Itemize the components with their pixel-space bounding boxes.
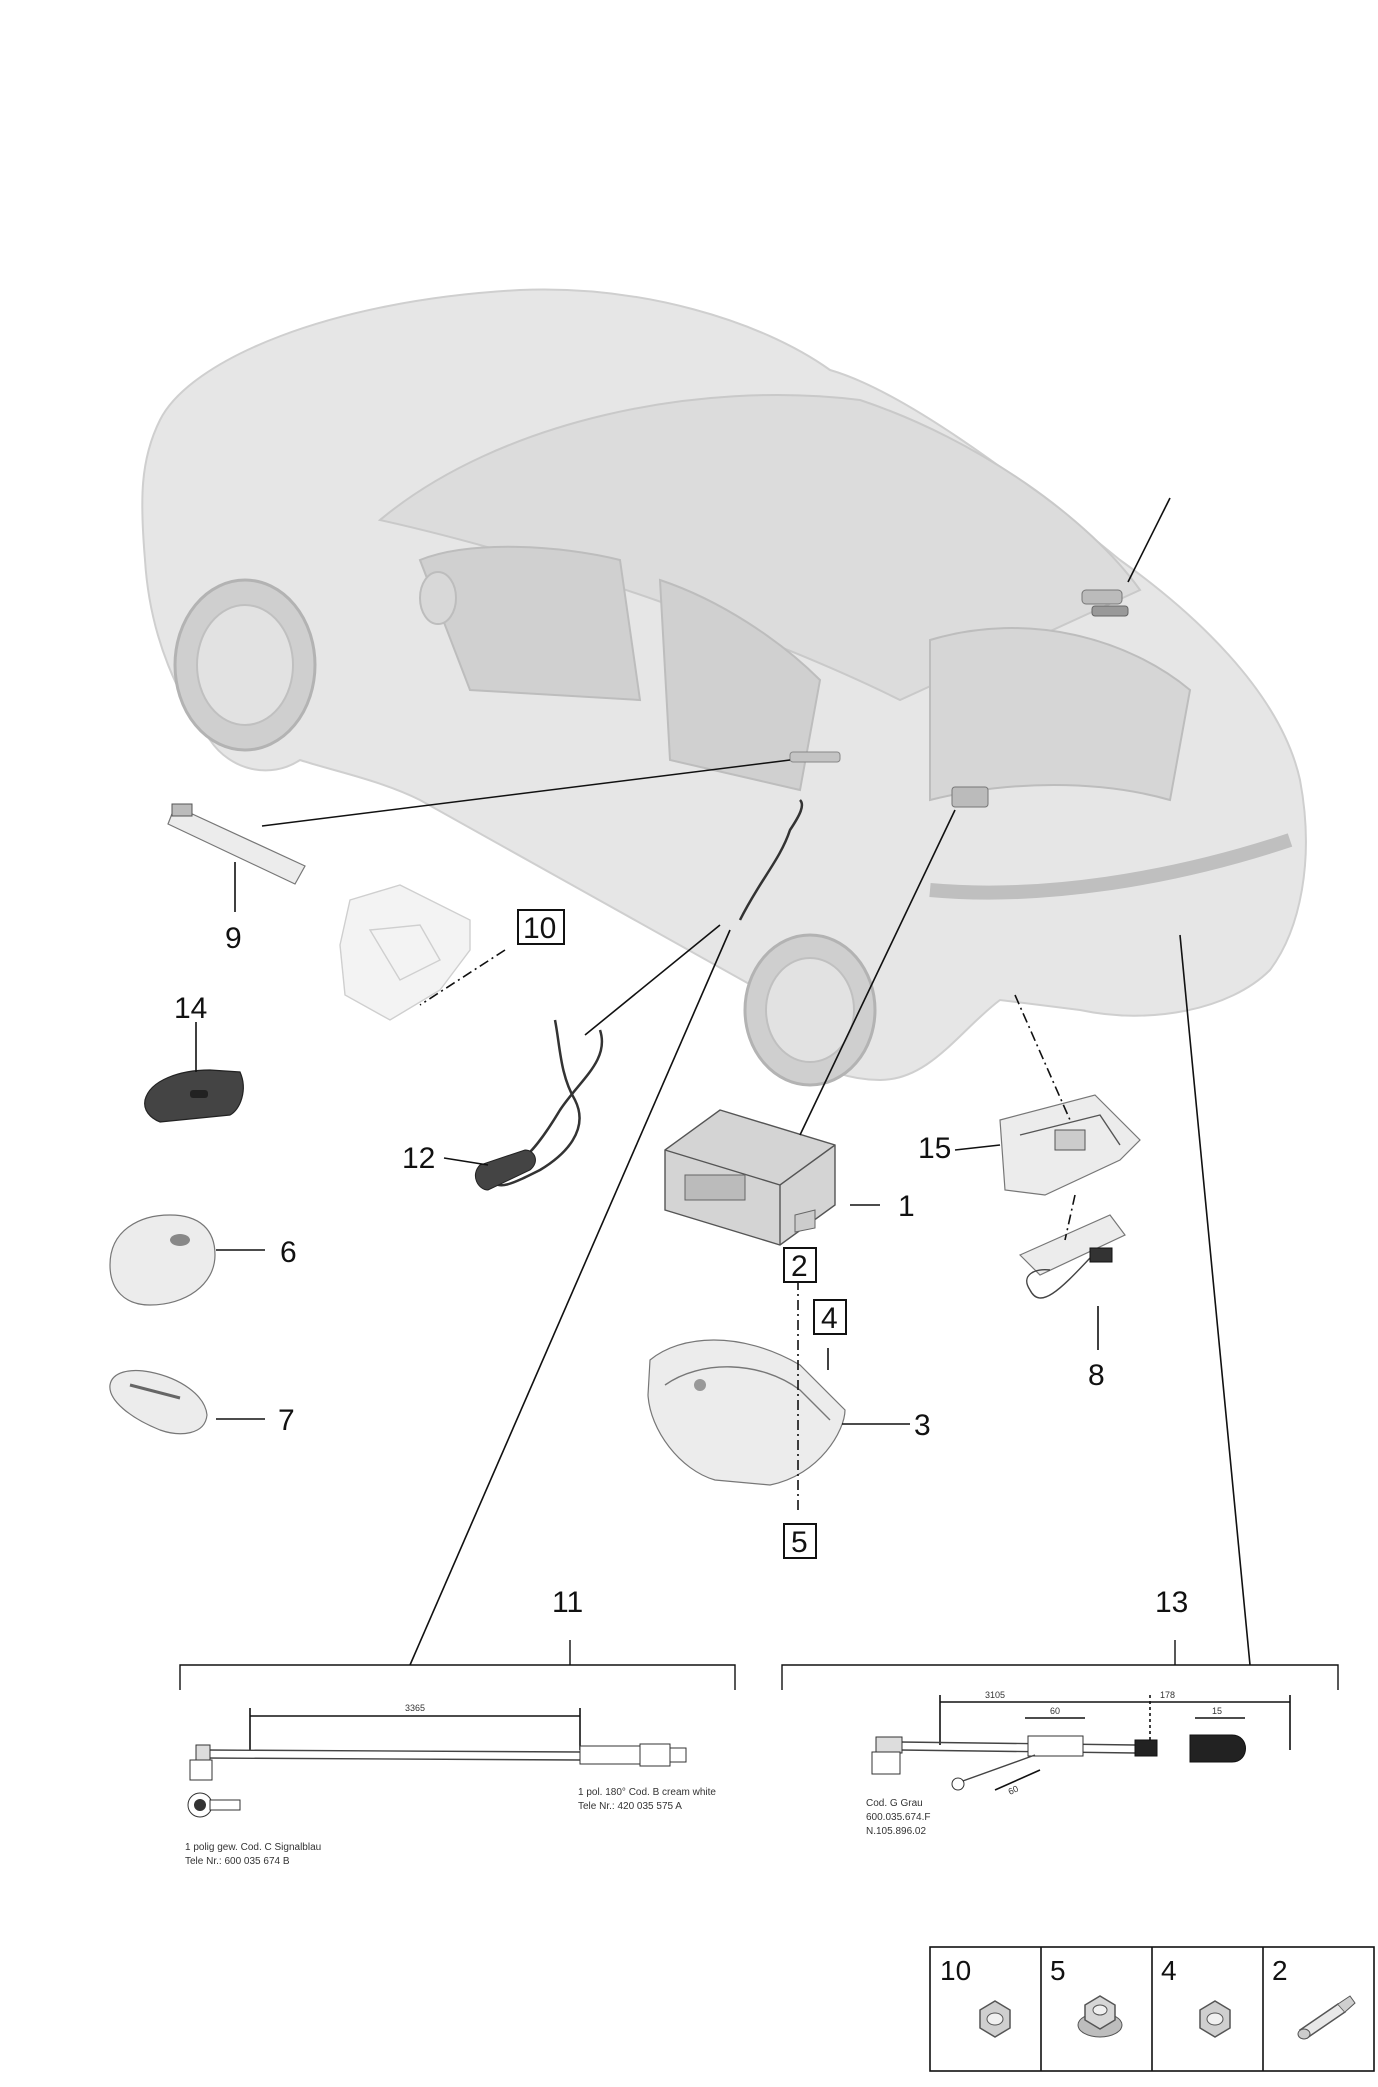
hardware-cell-10-number: 10	[940, 1955, 971, 1986]
callout-5: 5	[791, 1526, 808, 1559]
cable-13-note-1: Cod. G Grau	[866, 1798, 923, 1809]
cable-harness-part	[475, 1019, 604, 1191]
callout-box-2	[783, 1247, 817, 1283]
control-unit-part	[664, 1109, 836, 1246]
cable-13-note-2: 600.035.674.F	[866, 1812, 931, 1823]
hardware-cell-5-number: 5	[1050, 1955, 1066, 1986]
hardware-table: 10 5 4 2	[929, 1946, 1375, 2072]
callout-15: 15	[918, 1132, 951, 1165]
shielding-cover-part	[647, 1339, 846, 1486]
callout-box-5	[783, 1523, 817, 1559]
callout-1: 1	[898, 1190, 915, 1223]
cable-11-right-note-1: 1 pol. 180° Cod. B cream white	[578, 1787, 716, 1798]
cable-13-note-3: N.105.896.02	[866, 1826, 926, 1837]
cable-11-left-note-2: Tele Nr.: 600 035 674 B	[185, 1856, 290, 1867]
callout-4: 4	[821, 1302, 838, 1335]
cable-11-left-note-1: 1 polig gew. Cod. C Signalblau	[185, 1842, 321, 1853]
callout-12: 12	[402, 1142, 435, 1175]
holder-bracket-part	[999, 1094, 1141, 1196]
light-key-fob-part	[109, 1214, 216, 1306]
callout-labels: 9 10 14 12 15 1 2 6 4 8 7 3 5 11 13	[174, 909, 1188, 1619]
antenna-module-part	[1018, 1214, 1126, 1299]
cable-11-right-note-2: Tele Nr.: 420 035 575 A	[578, 1801, 682, 1812]
cable-11-length: 3365	[405, 1703, 425, 1713]
callout-6: 6	[280, 1236, 297, 1269]
callout-2: 2	[791, 1250, 808, 1283]
leader-lines	[195, 497, 1251, 1666]
cable-13-dim-c: 178	[1160, 1690, 1175, 1700]
dark-key-fob-part	[144, 1069, 244, 1123]
callout-8: 8	[1088, 1359, 1105, 1392]
callout-10: 10	[523, 912, 556, 945]
stud-bolt-icon	[1297, 1995, 1356, 2040]
cable-13-dim-b: 60	[1050, 1706, 1060, 1716]
hardware-cell-2-number: 2	[1272, 1955, 1288, 1986]
bracket-ghost-part	[339, 884, 471, 1021]
cable-13-dim-d: 15	[1212, 1706, 1222, 1716]
cable-11-detail: 3365 1 polig gew. Cod. C Signalblau Tele…	[179, 1640, 736, 1867]
callout-3: 3	[914, 1409, 931, 1442]
cable-13-dim-e: 60	[1007, 1784, 1020, 1797]
cable-13-dim-a: 3105	[985, 1690, 1005, 1700]
hex-nut-icon	[979, 2000, 1011, 2038]
flanged-nut-icon	[1077, 1995, 1123, 2038]
porsche-key-part	[109, 1369, 208, 1435]
callout-11: 11	[552, 1586, 583, 1619]
callout-7: 7	[278, 1404, 295, 1437]
vehicle-illustration	[141, 288, 1307, 1087]
cable-13-detail: 3105 178 60 15 60 Cod. G Grau 600.035.67…	[781, 1640, 1339, 1837]
antenna-strip-part	[167, 803, 306, 885]
hex-nut-icon	[1199, 2000, 1231, 2038]
callout-14: 14	[174, 992, 207, 1025]
callout-box-10	[517, 909, 565, 945]
callout-box-4	[813, 1299, 847, 1335]
hardware-cell-4-number: 4	[1161, 1955, 1177, 1986]
callout-13: 13	[1155, 1586, 1188, 1619]
callout-9: 9	[225, 922, 242, 955]
